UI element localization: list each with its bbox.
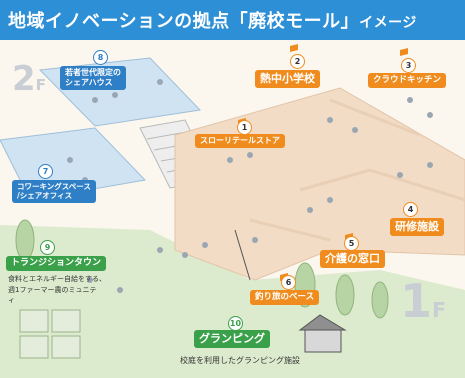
label-transition-town: トランジションタウン (6, 256, 107, 272)
marker-5: 5 (344, 236, 359, 251)
label-training-facility: 研修施設 (390, 218, 444, 236)
label-fishing-base: 釣り旅のベース (250, 290, 320, 305)
marker-9: 9 (40, 240, 55, 255)
fishing-rod (234, 229, 251, 281)
floor-partitions (249, 98, 465, 242)
label-care-window: 介護の窓口 (320, 250, 385, 268)
marker-3: 3 (401, 58, 416, 73)
label-sharehouse: 若者世代限定の シェアハウス (60, 66, 126, 90)
header-bar: 地域イノベーションの拠点「廃校モール」イメージ (0, 0, 465, 40)
marker-2: 2 (290, 54, 305, 69)
marker-6: 6 (281, 275, 296, 290)
page-title: 地域イノベーションの拠点「廃校モール」イメージ (8, 11, 417, 32)
title-suffix: イメージ (359, 15, 417, 31)
marker-8: 8 (93, 50, 108, 65)
marker-4: 4 (403, 202, 418, 217)
label-slow-retail: スローリテールストア (195, 134, 285, 148)
label-coworking: コワーキングスペース /シェアオフィス (12, 180, 96, 203)
glamping-description: 校庭を利用したグランピング施設 (180, 356, 300, 365)
marker-10: 10 (228, 316, 243, 331)
label-nechu-school: 熱中小学校 (255, 70, 320, 88)
marker-1: 1 (237, 120, 252, 135)
floor-label-1f: 1F (400, 274, 447, 328)
label-glamping: グランピング (194, 330, 270, 348)
marker-7: 7 (38, 164, 53, 179)
label-cloud-kitchen: クラウドキッチン (368, 73, 447, 88)
transition-town-description: 食料とエネルギー自給をする、 週1ファーマー農のミュニテ ィ (8, 275, 106, 304)
lawn-area (0, 225, 465, 378)
diagram-scene: 2F 1F 8 若者世代限定の シェアハウス 7 コワーキングスペース /シェア… (0, 40, 465, 378)
house-icon (298, 314, 347, 353)
garden-plots (19, 309, 81, 359)
floor-label-2f: 2F (12, 59, 47, 99)
